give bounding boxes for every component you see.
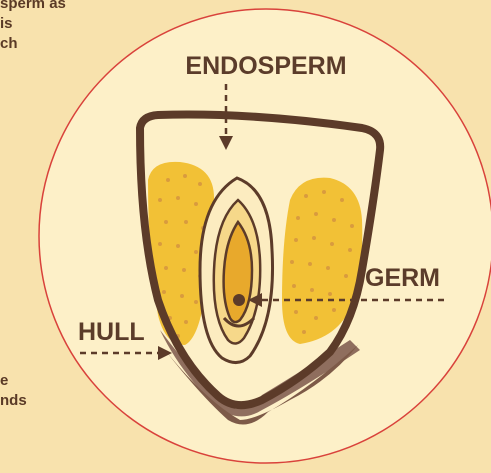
germ-center-dot: [233, 294, 245, 306]
hull-label: HULL: [78, 318, 145, 346]
endosperm-label: ENDOSPERM: [185, 52, 346, 80]
germ-label: GERM: [365, 264, 440, 292]
